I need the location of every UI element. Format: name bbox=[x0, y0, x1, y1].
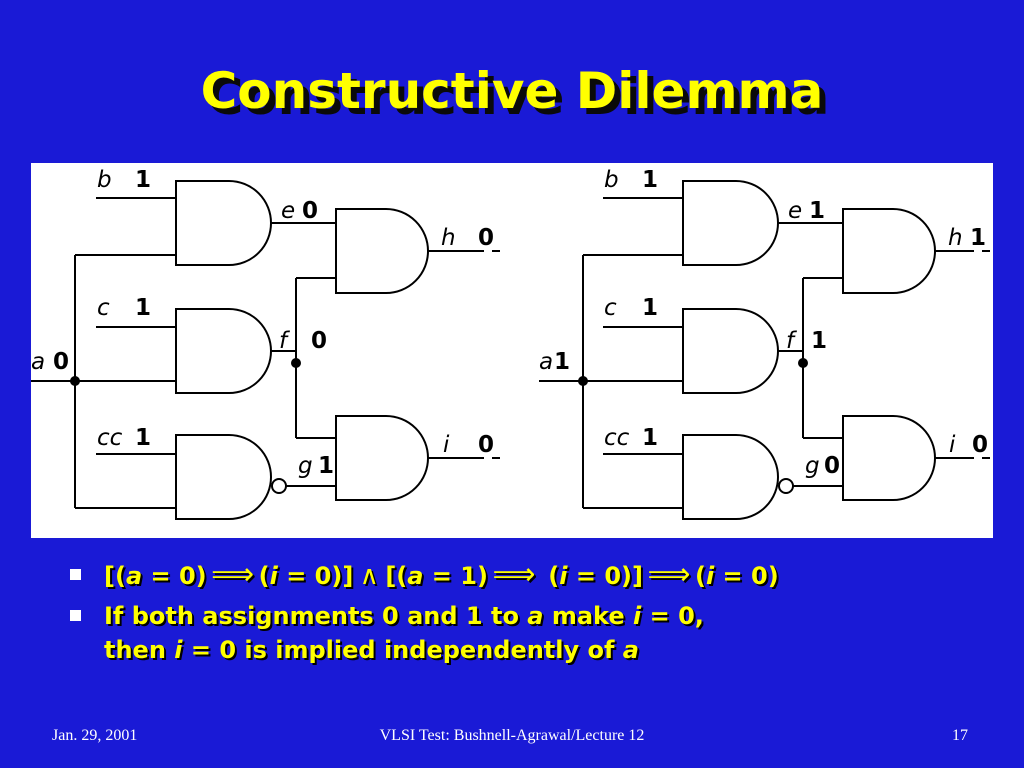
circuit-right bbox=[539, 180, 993, 520]
value-f-left: 0 bbox=[311, 328, 327, 354]
and-gate-b bbox=[682, 180, 779, 266]
label-cc-left: cc bbox=[97, 425, 123, 451]
bullet-explanation: If both assignments 0 and 1 to a make i … bbox=[70, 599, 1000, 667]
value-h-right: 1 bbox=[970, 225, 986, 251]
and-gate-h bbox=[842, 208, 936, 294]
value-e-left: 0 bbox=[302, 198, 318, 224]
value-a-right: 1 bbox=[554, 349, 570, 375]
and-gate-b bbox=[175, 180, 272, 266]
footer-date: Jan. 29, 2001 bbox=[52, 727, 138, 744]
label-e-right: e bbox=[788, 198, 802, 224]
and-gate-h bbox=[335, 208, 429, 294]
circuit-left bbox=[31, 180, 506, 520]
implies-arrow-icon: ⟹ bbox=[647, 557, 691, 592]
and-gate-i bbox=[335, 415, 429, 501]
label-e-left: e bbox=[281, 198, 295, 224]
label-h-left: h bbox=[441, 225, 456, 251]
label-c-left: c bbox=[97, 295, 110, 321]
label-i-right: i bbox=[949, 432, 956, 458]
implies-arrow-icon: ⟹ bbox=[492, 557, 536, 592]
slide-title: Constructive Dilemma bbox=[200, 62, 824, 120]
label-a-left: a bbox=[31, 349, 45, 375]
square-bullet-icon bbox=[70, 569, 81, 580]
and-gate-i bbox=[842, 415, 936, 501]
footer-course: VLSI Test: Bushnell-Agrawal/Lecture 12 bbox=[379, 727, 645, 744]
value-i-left: 0 bbox=[478, 432, 494, 458]
junction-dot-a-right bbox=[578, 376, 588, 386]
value-g-right: 0 bbox=[824, 453, 840, 479]
label-f-right: f bbox=[786, 328, 797, 354]
footer-page-number: 17 bbox=[952, 727, 968, 744]
value-g-left: 1 bbox=[318, 453, 334, 479]
label-i-left: i bbox=[443, 432, 450, 458]
value-e-right: 1 bbox=[809, 198, 825, 224]
value-i-right: 0 bbox=[972, 432, 988, 458]
value-b-right: 1 bbox=[642, 167, 658, 193]
bullet-formula: [(a = 0)⟹(i = 0)]∧[(a = 1)⟹ (i = 0)]⟹(i … bbox=[70, 558, 1000, 593]
value-c-right: 1 bbox=[642, 295, 658, 321]
circuit-diagrams-svg: b 1 c 1 cc 1 a 0 e 0 f 0 g 1 h 0 i 0 bbox=[31, 167, 993, 520]
formula-text: [(a = 0)⟹(i = 0)]∧[(a = 1)⟹ (i = 0)]⟹(i … bbox=[104, 557, 779, 592]
label-c-right: c bbox=[604, 295, 617, 321]
slide-title-shadow: Constructive Dilemma bbox=[206, 68, 830, 126]
label-f-left: f bbox=[279, 328, 290, 354]
junction-dot-f-right bbox=[798, 358, 808, 368]
value-cc-right: 1 bbox=[642, 425, 658, 451]
and-gate-c bbox=[175, 308, 272, 394]
label-b-right: b bbox=[604, 167, 619, 193]
square-bullet-icon bbox=[70, 610, 81, 621]
label-b-left: b bbox=[97, 167, 112, 193]
logical-and-icon: ∧ bbox=[359, 561, 379, 591]
junction-dot-f-left bbox=[291, 358, 301, 368]
label-g-left: g bbox=[298, 453, 313, 479]
nand-gate-cc bbox=[175, 434, 272, 520]
bullet-list: [(a = 0)⟹(i = 0)]∧[(a = 1)⟹ (i = 0)]⟹(i … bbox=[70, 558, 1000, 673]
label-g-right: g bbox=[805, 453, 820, 479]
value-h-left: 0 bbox=[478, 225, 494, 251]
explanation-text: If both assignments 0 and 1 to a make i … bbox=[104, 602, 704, 664]
label-h-right: h bbox=[948, 225, 963, 251]
nand-gate-cc bbox=[682, 434, 779, 520]
implies-arrow-icon: ⟹ bbox=[211, 557, 255, 592]
junction-dot-a-left bbox=[70, 376, 80, 386]
circuit-figure: b 1 c 1 cc 1 a 0 e 0 f 0 g 1 h 0 i 0 bbox=[31, 163, 993, 538]
and-gate-c bbox=[682, 308, 779, 394]
value-c-left: 1 bbox=[135, 295, 151, 321]
value-f-right: 1 bbox=[811, 328, 827, 354]
label-a-right: a bbox=[539, 349, 553, 375]
value-a-left: 0 bbox=[53, 349, 69, 375]
value-b-left: 1 bbox=[135, 167, 151, 193]
label-cc-right: cc bbox=[604, 425, 630, 451]
value-cc-left: 1 bbox=[135, 425, 151, 451]
title-area: Constructive Dilemma Constructive Dilemm… bbox=[0, 62, 1024, 142]
